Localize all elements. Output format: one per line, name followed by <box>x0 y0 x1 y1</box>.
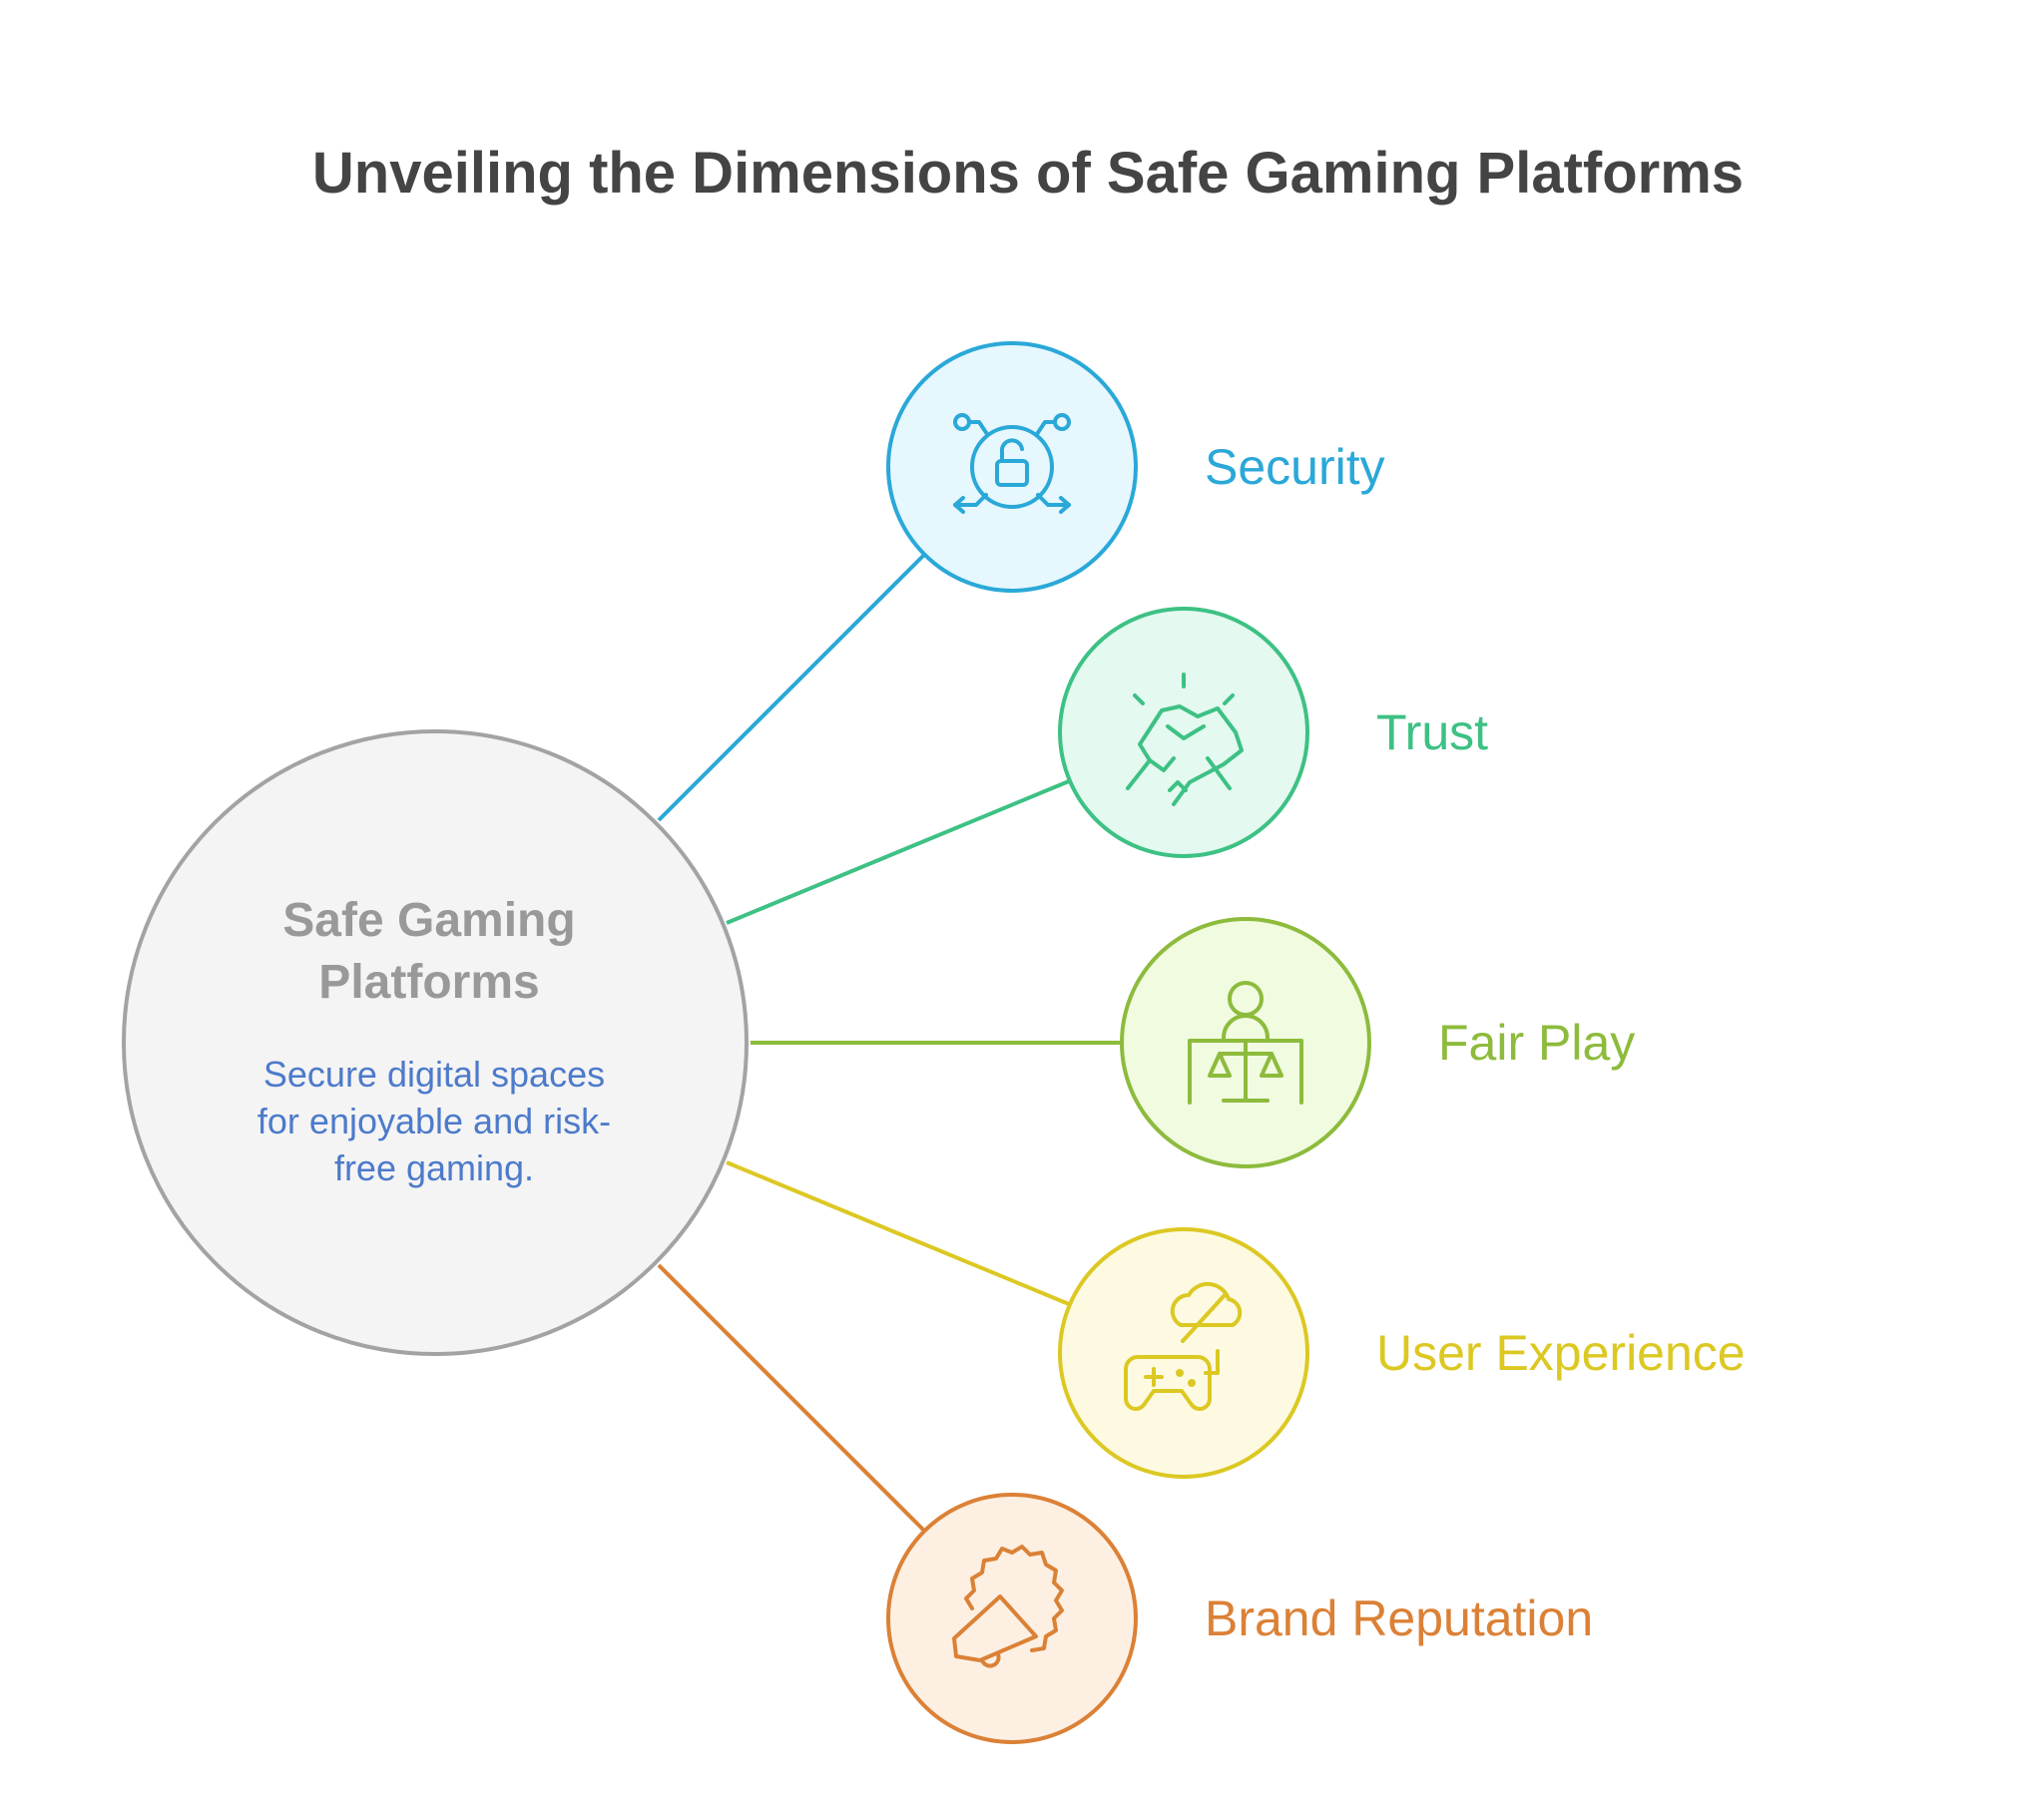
branch-fair-play: Fair Play <box>1120 917 1635 1168</box>
hub-description-line-1: Secure digital spaces <box>263 1054 605 1095</box>
branch-label-brand-reputation: Brand Reputation <box>1205 1590 1593 1646</box>
hub-node: Safe Gaming Platforms Secure digital spa… <box>122 729 749 1356</box>
node-circle-trust <box>1058 607 1309 858</box>
node-circle-brand-reputation <box>886 1493 1138 1744</box>
connector-brand-reputation <box>657 1263 929 1536</box>
hub-description-line-2: for enjoyable and risk- <box>257 1101 611 1141</box>
diagram-title: Unveiling the Dimensions of Safe Gaming … <box>312 141 1744 206</box>
hub-title-line-1: Safe Gaming <box>282 894 575 947</box>
branch-label-user-experience: User Experience <box>1376 1325 1746 1381</box>
hub-description-line-3: free gaming. <box>334 1147 534 1188</box>
connector-security <box>657 550 929 822</box>
branch-user-experience: User Experience <box>1058 1227 1746 1479</box>
judge-scales-icon <box>1188 981 1303 1105</box>
hub-circle <box>122 729 749 1356</box>
connector-trust <box>726 779 1070 925</box>
branch-label-trust: Trust <box>1376 704 1488 760</box>
megaphone-badge-icon <box>952 1545 1064 1668</box>
node-circle-user-experience <box>1058 1227 1309 1479</box>
connector-user-experience <box>726 1160 1070 1306</box>
handshake-icon <box>1126 673 1244 806</box>
hub-title-line-2: Platforms <box>318 956 539 1009</box>
connectors <box>657 550 1120 1536</box>
branch-trust: Trust <box>1058 607 1488 858</box>
branch-label-security: Security <box>1205 439 1385 495</box>
branch-brand-reputation: Brand Reputation <box>886 1493 1593 1744</box>
branch-label-fair-play: Fair Play <box>1438 1015 1635 1071</box>
node-circle-security <box>886 341 1138 593</box>
unlock-network-icon <box>953 413 1071 514</box>
gamepad-cloud-icon <box>1124 1281 1243 1411</box>
branch-security: Security <box>886 341 1385 593</box>
